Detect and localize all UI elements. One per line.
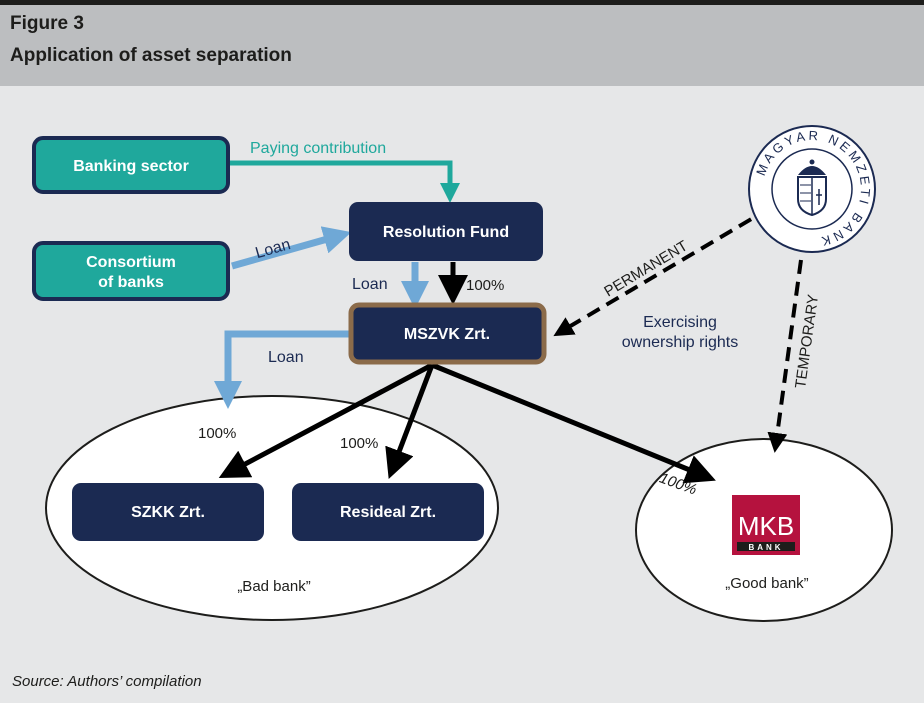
resideal-label: Resideal Zrt. [340,504,436,521]
resideal-pct-label: 100% [340,435,378,452]
diagram-canvas: Banking sector Consortium of banks Resol… [32,125,893,622]
consortium-loan-arrow [231,226,352,270]
consortium-loan-label: Loan [254,236,293,262]
paying-contribution-label: Paying contribution [250,140,386,157]
permanent-label: PERMANENT [601,237,690,300]
szkk-pct-label: 100% [198,425,236,442]
resolution-fund-label: Resolution Fund [383,224,509,241]
figure-title: Application of asset separation [10,45,292,66]
mkb-bank-logo: MKB BANK [732,495,800,555]
mkb-logo-sub: BANK [748,543,783,552]
contribution-arrow [228,160,460,203]
banking-sector-box: Banking sector [32,136,230,194]
temporary-label: TEMPORARY [792,293,822,389]
consortium-label-line2: of banks [98,274,164,291]
bad-bank-ellipse [45,395,499,621]
mszvk-loan-arrow [214,330,352,409]
consortium-label-line1: Consortium [86,254,176,271]
temporary-arrow [767,259,803,453]
resideal-ownership-arrow [385,364,435,480]
szkk-ownership-arrow [218,362,434,479]
szkk-box: SZKK Zrt. [72,483,264,541]
bad-bank-caption: „Bad bank” [237,578,310,595]
resolution-fund-box: Resolution Fund [349,202,543,261]
mkb-ownership-arrow [431,362,716,484]
figure-number: Figure 3 [10,13,84,34]
mszvk-loan-label: Loan [268,349,304,366]
mnb-crest-icon [797,159,827,217]
mnb-seal-logo: MAGYAR NEMZETI BANK [748,125,876,253]
permanent-arrow [553,206,772,337]
consortium-box: Consortium of banks [32,241,230,301]
banking-sector-label: Banking sector [73,158,189,175]
fund-pct-label: 100% [466,277,504,294]
mszvk-label: MSZVK Zrt. [404,326,490,343]
fund-loan-label: Loan [352,276,388,293]
figure-header: Figure 3 Application of asset separation [0,5,924,86]
source-note: Source: Authors’ compilation [12,673,202,690]
mkb-logo-name: MKB [738,511,794,541]
szkk-label: SZKK Zrt. [131,504,205,521]
exercising-label-line1: Exercising [643,314,717,331]
mszvk-box: MSZVK Zrt. [348,302,547,365]
good-bank-caption: „Good bank” [725,575,808,592]
resideal-box: Resideal Zrt. [292,483,484,541]
exercising-label-line2: ownership rights [622,334,739,351]
